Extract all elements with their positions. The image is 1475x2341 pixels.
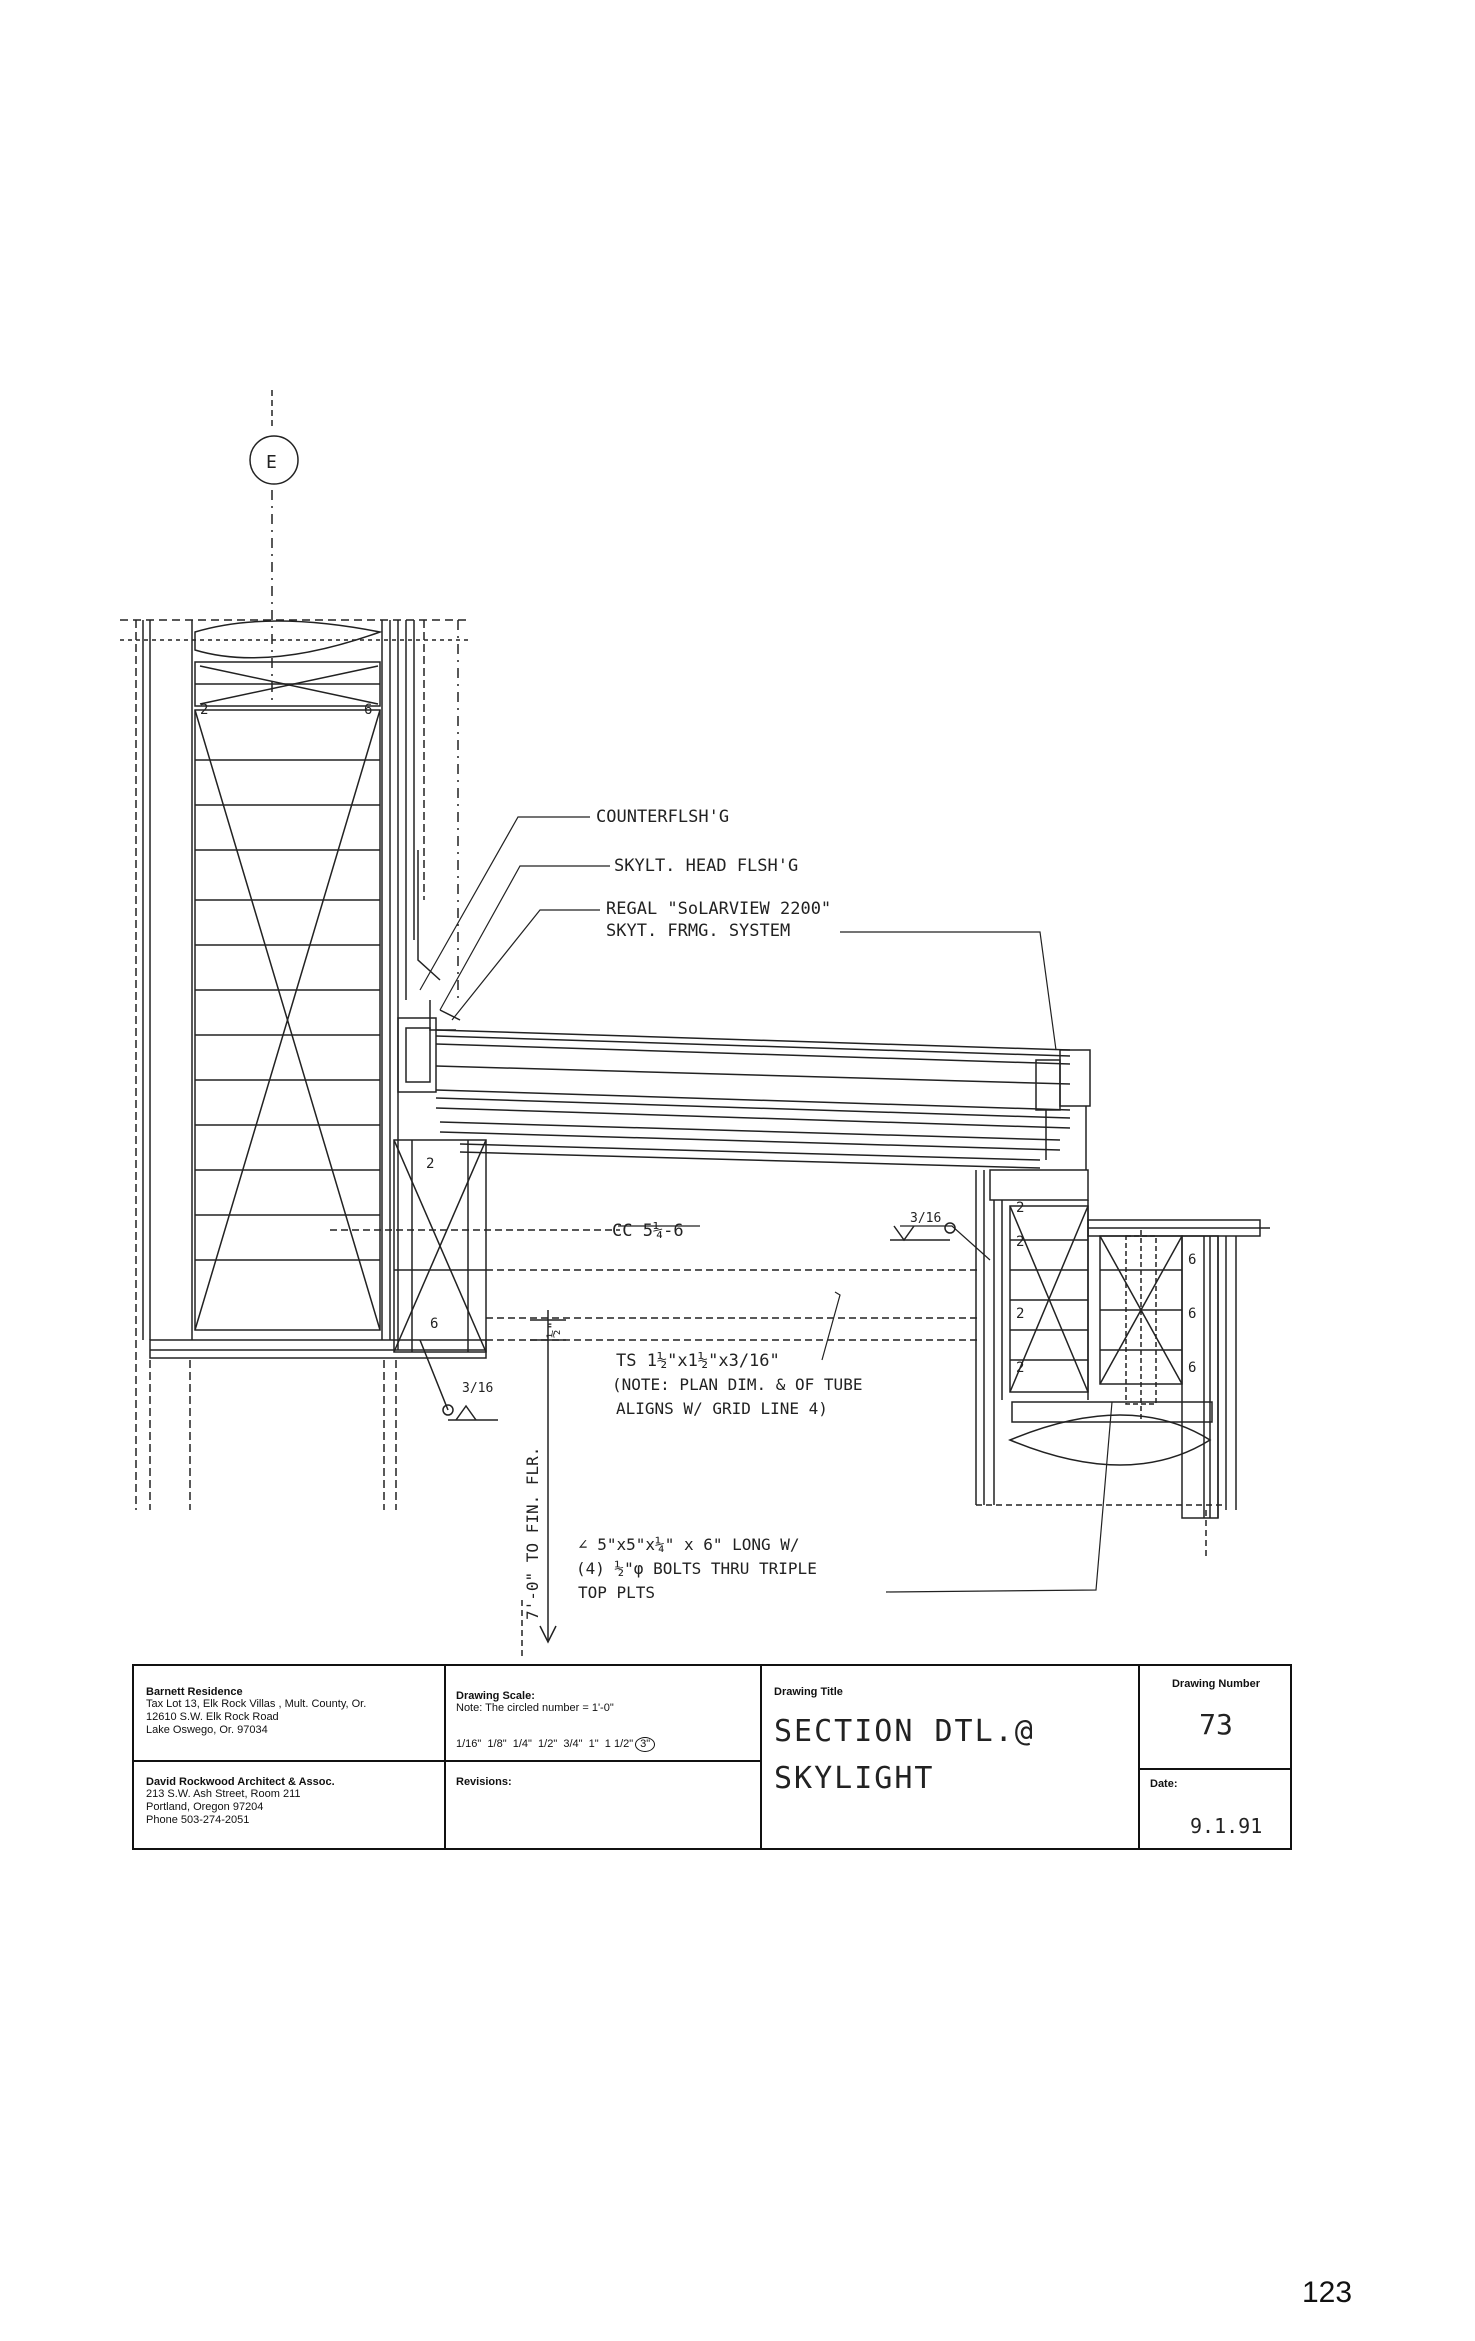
architect-address-line: Portland, Oregon 97204 [146,1801,264,1813]
drawing-title: Drawing Title SECTION DTL.@ SKYLIGHT [774,1686,1134,1796]
annotation-angle-line3: TOP PLTS [578,1583,655,1602]
drawing-number: Drawing Number 73 [1146,1678,1286,1741]
annotation-ts-line2: (NOTE: PLAN DIM. & OF TUBE [612,1375,862,1394]
dimension-line [530,1310,566,1644]
stud-number: 2 [426,1156,434,1172]
weld-symbol-right [890,1222,956,1242]
project-address-line: Tax Lot 13, Elk Rock Villas , Mult. Coun… [146,1698,367,1710]
drawing-scale: Drawing Scale: Note: The circled number … [456,1690,756,1752]
weld-size-left: 3/16 [462,1381,493,1396]
project-name: Barnett Residence [146,1686,243,1698]
stud-number: 2 [200,702,208,718]
weld-symbol-left [419,1339,498,1421]
annotation-angle-line2: (4) ½"φ BOLTS THRU TRIPLE [576,1559,817,1578]
scale-selected: 3" [635,1737,656,1752]
ts-tube [330,1229,980,1341]
stud-number: 2 [1016,1306,1024,1322]
drawing-title-label: Drawing Title [774,1686,843,1698]
stud-number: 6 [430,1316,438,1332]
annotation-ts-line1: TS 1½"x1½"x3/16" [616,1351,780,1371]
header-block [393,1139,487,1353]
project-info: Barnett Residence Tax Lot 13, Elk Rock V… [146,1686,438,1737]
drawing-title-line: SECTION DTL.@ [774,1714,1035,1749]
drawing-number-value: 73 [1199,1708,1233,1741]
revisions: Revisions: [456,1776,746,1788]
annotation-ts-line3: ALIGNS W/ GRID LINE 4) [616,1399,828,1418]
architect-info: David Rockwood Architect & Assoc. 213 S.… [146,1776,438,1827]
annotation-counterflashing: COUNTERFLSH'G [596,807,729,827]
skylight-frame [397,850,1091,1170]
stud-number: 6 [1188,1306,1196,1322]
project-address-line: Lake Oswego, Or. 97034 [146,1724,268,1736]
stud-number: 6 [1188,1360,1196,1376]
right-wall [975,1169,1270,1519]
date-value: 9.1.91 [1190,1814,1263,1838]
stud-number: 6 [364,702,372,718]
revisions-label: Revisions: [456,1776,512,1788]
drawing-title-line: SKYLIGHT [774,1761,935,1796]
annotation-angle-line1: ∠ 5"x5"x¼" x 6" LONG W/ [578,1535,800,1554]
scale-values: 1/16" 1/8" 1/4" 1/2" 3/4" 1" 1 1/2"3" [456,1737,756,1752]
project-address-line: 12610 S.W. Elk Rock Road [146,1711,279,1723]
annotation-regal-line2: SKYT. FRMG. SYSTEM [606,921,790,941]
scale-label: Drawing Scale: [456,1690,535,1702]
leader-lines [419,816,1113,1593]
half-dimension-label: ½" [546,1321,562,1338]
architect-name: David Rockwood Architect & Assoc. [146,1776,335,1788]
date-label: Date: [1150,1778,1178,1790]
architect-address-line: Phone 503-274-2051 [146,1814,250,1826]
stud-number: 2 [1016,1360,1024,1376]
title-block: Barnett Residence Tax Lot 13, Elk Rock V… [132,1664,1292,1850]
annotation-cc: CC 5¼-6 [612,1221,684,1241]
stud-number: 6 [1188,1252,1196,1268]
architect-address-line: 213 S.W. Ash Street, Room 211 [146,1788,301,1800]
stud-number: 2 [1016,1234,1024,1250]
drawing-number-label: Drawing Number [1171,1678,1260,1690]
dimension-label: 7'-0" TO FIN. FLR. [523,1447,542,1620]
annotation-regal-line1: REGAL "SoLARVIEW 2200" [606,899,831,919]
grid-bubble-label: E [266,452,277,473]
scale-note: Note: The circled number = 1'-0" [456,1702,614,1714]
stud-number: 2 [1016,1200,1024,1216]
annotation-head-flashing: SKYLT. HEAD FLSH'G [614,856,798,876]
weld-size-right: 3/16 [910,1211,941,1226]
left-wall [120,619,487,1510]
date-block: Date: 9.1.91 [1150,1778,1286,1838]
page-number: 123 [1302,2276,1353,2309]
grid-bubble [249,435,299,485]
